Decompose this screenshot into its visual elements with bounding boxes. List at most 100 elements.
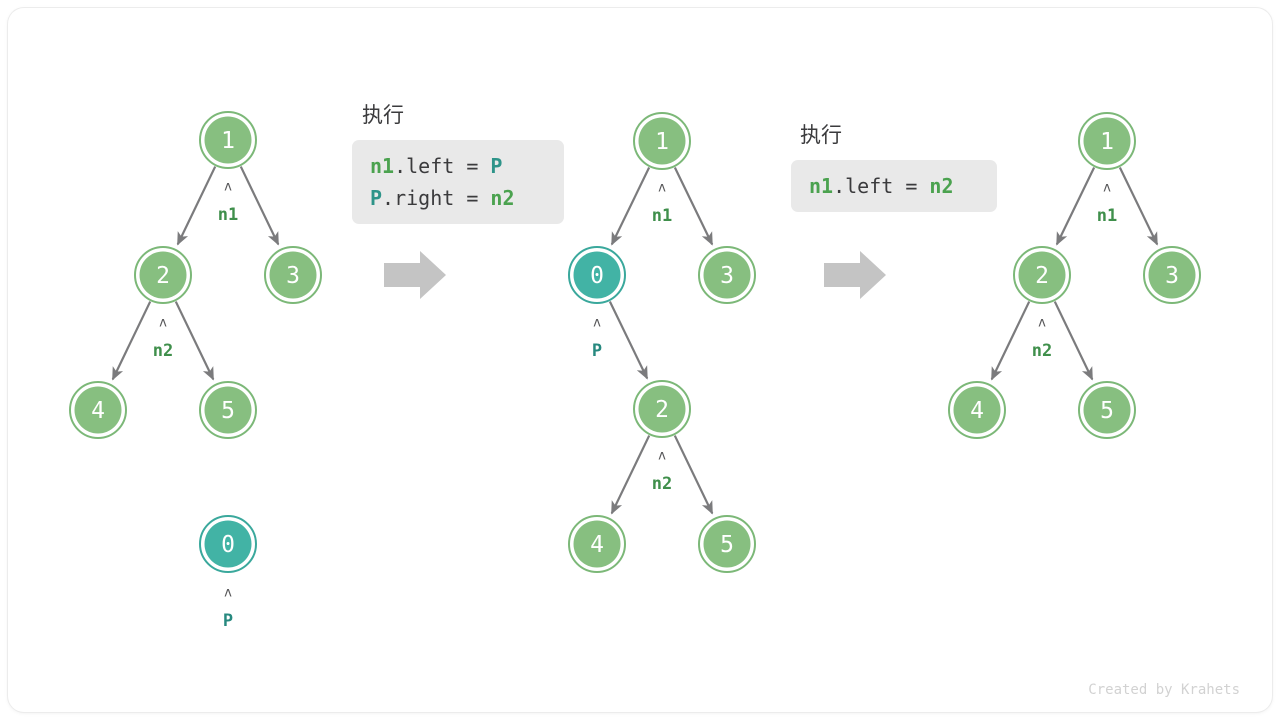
tree-edge xyxy=(176,166,217,246)
node-fill xyxy=(139,251,187,299)
node-outer-ring xyxy=(568,515,626,573)
code-token: .right = xyxy=(382,186,491,210)
tree-edge xyxy=(174,301,215,381)
node-outer-ring xyxy=(633,112,691,170)
node-fill xyxy=(1148,251,1196,299)
node-value: 0 xyxy=(221,532,235,558)
credit-text: Created by Krahets xyxy=(1088,682,1240,698)
tree-node-2[interactable]: 2 xyxy=(633,380,691,438)
pointer-n2: ʌ n2 xyxy=(1032,316,1052,362)
pointer-label: n2 xyxy=(1032,341,1052,361)
node-outer-ring xyxy=(1013,246,1071,304)
pointer-label: n2 xyxy=(652,474,672,494)
node-fill xyxy=(1083,117,1131,165)
tree-edge xyxy=(610,435,651,515)
tree-node-3[interactable]: 3 xyxy=(1143,246,1201,304)
tree-edge xyxy=(610,167,651,246)
node-value: 5 xyxy=(720,532,734,558)
tree-node-1[interactable]: 1 xyxy=(633,112,691,170)
node-fill xyxy=(204,386,252,434)
tree-node-3[interactable]: 3 xyxy=(264,246,322,304)
node-value: 5 xyxy=(1100,398,1114,424)
tree-node-3[interactable]: 3 xyxy=(698,246,756,304)
pointer-P: ʌP xyxy=(223,586,233,632)
tree-edge xyxy=(1055,167,1096,246)
tree-edge xyxy=(608,301,649,380)
node-value: 0 xyxy=(590,263,604,289)
pointer-n1: ʌn1 xyxy=(652,181,672,227)
code-token: P xyxy=(370,186,383,210)
tree-node-2[interactable]: 2 xyxy=(134,246,192,304)
node-value: 2 xyxy=(1035,263,1049,289)
node-outer-ring xyxy=(1143,246,1201,304)
pointer-n1: ʌn1 xyxy=(1097,181,1117,227)
pointer-label: n1 xyxy=(652,206,672,226)
node-fill xyxy=(638,385,686,433)
code-panel-2: n1.left = n2 xyxy=(791,160,997,212)
node-value: 2 xyxy=(156,263,170,289)
node-value: 3 xyxy=(286,263,300,289)
exec-title: 执行 xyxy=(362,103,404,127)
tree-edge xyxy=(1053,301,1094,381)
tree-node-4[interactable]: 4 xyxy=(568,515,626,573)
code-token: .left = xyxy=(394,154,491,178)
node-outer-ring xyxy=(1078,381,1136,439)
code-token: n2 xyxy=(929,174,954,198)
tree-edge xyxy=(673,167,714,246)
tree-nodes: 1 2 3 4 5 0 1 0 3 2 4 5 1 2 3 4 5 xyxy=(69,111,1201,573)
node-value: 2 xyxy=(655,397,669,423)
pointer-P: ʌP xyxy=(592,316,602,362)
pointer-n1: ʌn1 xyxy=(218,180,238,226)
node-value: 5 xyxy=(221,398,235,424)
node-fill xyxy=(204,116,252,164)
tree-node-1[interactable]: 1 xyxy=(199,111,257,169)
tree-edge xyxy=(239,166,280,246)
node-value: 1 xyxy=(655,129,669,155)
code-line: P.right = n2 xyxy=(370,182,546,214)
tree-node-4[interactable]: 4 xyxy=(69,381,127,439)
node-outer-ring xyxy=(199,111,257,169)
caret-icon: ʌ xyxy=(159,316,167,331)
tree-edge xyxy=(990,301,1031,381)
code-token: n1 xyxy=(370,154,395,178)
node-outer-ring xyxy=(134,246,192,304)
node-outer-ring xyxy=(199,381,257,439)
caret-icon: ʌ xyxy=(1103,181,1111,196)
exec-title: 执行 xyxy=(800,123,842,147)
caret-icon: ʌ xyxy=(658,449,666,464)
node-outer-ring xyxy=(568,246,626,304)
tree-node-4[interactable]: 4 xyxy=(948,381,1006,439)
caret-icon: ʌ xyxy=(224,586,232,601)
node-outer-ring xyxy=(1078,112,1136,170)
node-fill xyxy=(74,386,122,434)
node-value: 1 xyxy=(221,128,235,154)
code-token: n1 xyxy=(809,174,834,198)
caret-icon: ʌ xyxy=(1038,316,1046,331)
node-fill xyxy=(1083,386,1131,434)
node-outer-ring xyxy=(698,246,756,304)
step-arrows xyxy=(384,251,886,299)
tree-node-5[interactable]: 5 xyxy=(1078,381,1136,439)
node-fill xyxy=(573,520,621,568)
tree-node-1[interactable]: 1 xyxy=(1078,112,1136,170)
step-arrow-1 xyxy=(384,251,446,299)
tree-node-0[interactable]: 0 xyxy=(568,246,626,304)
tree-node-0[interactable]: 0 xyxy=(199,515,257,573)
node-fill xyxy=(204,520,252,568)
node-fill xyxy=(703,251,751,299)
code-line: n1.left = P xyxy=(370,150,546,182)
tree-node-2[interactable]: 2 xyxy=(1013,246,1071,304)
pointer-label: P xyxy=(592,341,602,361)
node-outer-ring xyxy=(948,381,1006,439)
node-fill xyxy=(269,251,317,299)
tree-edges xyxy=(111,166,1159,515)
pointer-label: n1 xyxy=(218,205,238,225)
node-outer-ring xyxy=(633,380,691,438)
tree-node-5[interactable]: 5 xyxy=(698,515,756,573)
tree-node-5[interactable]: 5 xyxy=(199,381,257,439)
node-value: 4 xyxy=(91,398,105,424)
node-value: 3 xyxy=(720,263,734,289)
